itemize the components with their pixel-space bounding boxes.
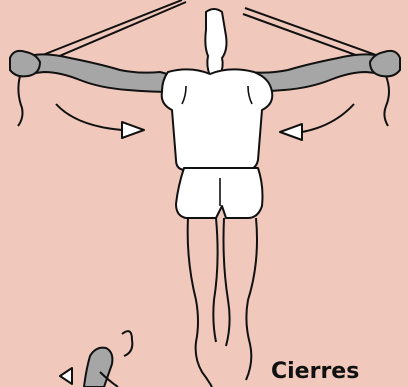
- exercise-caption: Cierres: [271, 358, 359, 386]
- legs: [188, 218, 257, 387]
- partial-figure-bottom-left: [60, 331, 132, 387]
- shirt: [162, 69, 273, 170]
- shorts: [176, 168, 263, 218]
- left-arrow-icon: [56, 104, 144, 138]
- head: [205, 9, 226, 79]
- left-arm: [10, 51, 182, 126]
- right-arrow-icon: [280, 104, 354, 140]
